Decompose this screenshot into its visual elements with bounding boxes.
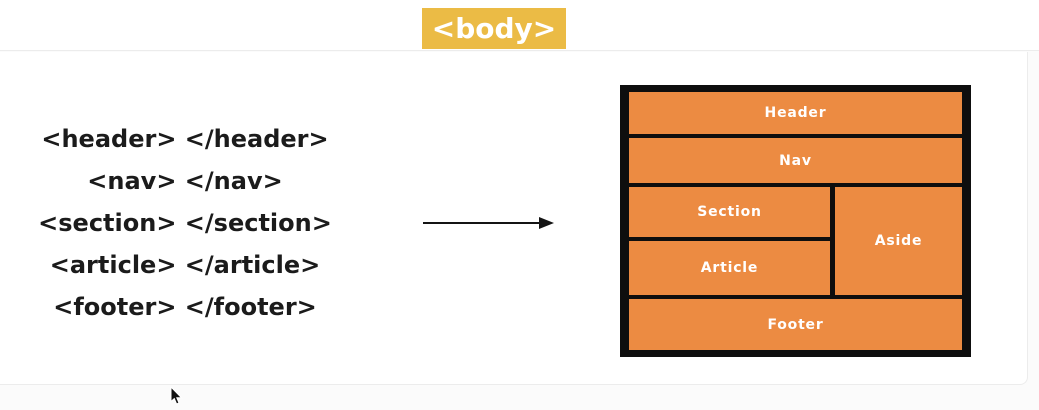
diagram-box-section-label: Section [697, 204, 762, 220]
diagram-box-header-label: Header [764, 105, 827, 121]
right-arrow-icon [420, 212, 560, 234]
diagram-box-aside-label: Aside [874, 233, 923, 249]
diagram-box-aside: Aside [835, 187, 962, 295]
diagram-box-article: Article [629, 241, 830, 295]
mouse-cursor-icon [170, 385, 184, 406]
tag-list-item-nav: <nav> </nav> [87, 167, 283, 195]
tag-list-item-section: <section> </section> [38, 209, 332, 237]
tag-list: <header> </header> <nav> </nav> <section… [30, 118, 340, 328]
layout-diagram: Header Nav Section Aside Article Footer [620, 85, 971, 357]
diagram-box-article-label: Article [700, 260, 759, 276]
diagram-box-section: Section [629, 187, 830, 237]
tag-list-item-header: <header> </header> [41, 125, 329, 153]
diagram-box-nav: Nav [629, 138, 962, 183]
title-badge: <body> [422, 8, 566, 49]
tag-list-item-article: <article> </article> [49, 251, 321, 279]
title-label: <body> [431, 12, 557, 45]
tag-list-item-footer: <footer> </footer> [53, 293, 317, 321]
diagram-box-footer: Footer [629, 299, 962, 350]
diagram-box-footer-label: Footer [767, 316, 824, 333]
diagram-box-header: Header [629, 92, 962, 134]
diagram-box-nav-label: Nav [779, 152, 812, 169]
